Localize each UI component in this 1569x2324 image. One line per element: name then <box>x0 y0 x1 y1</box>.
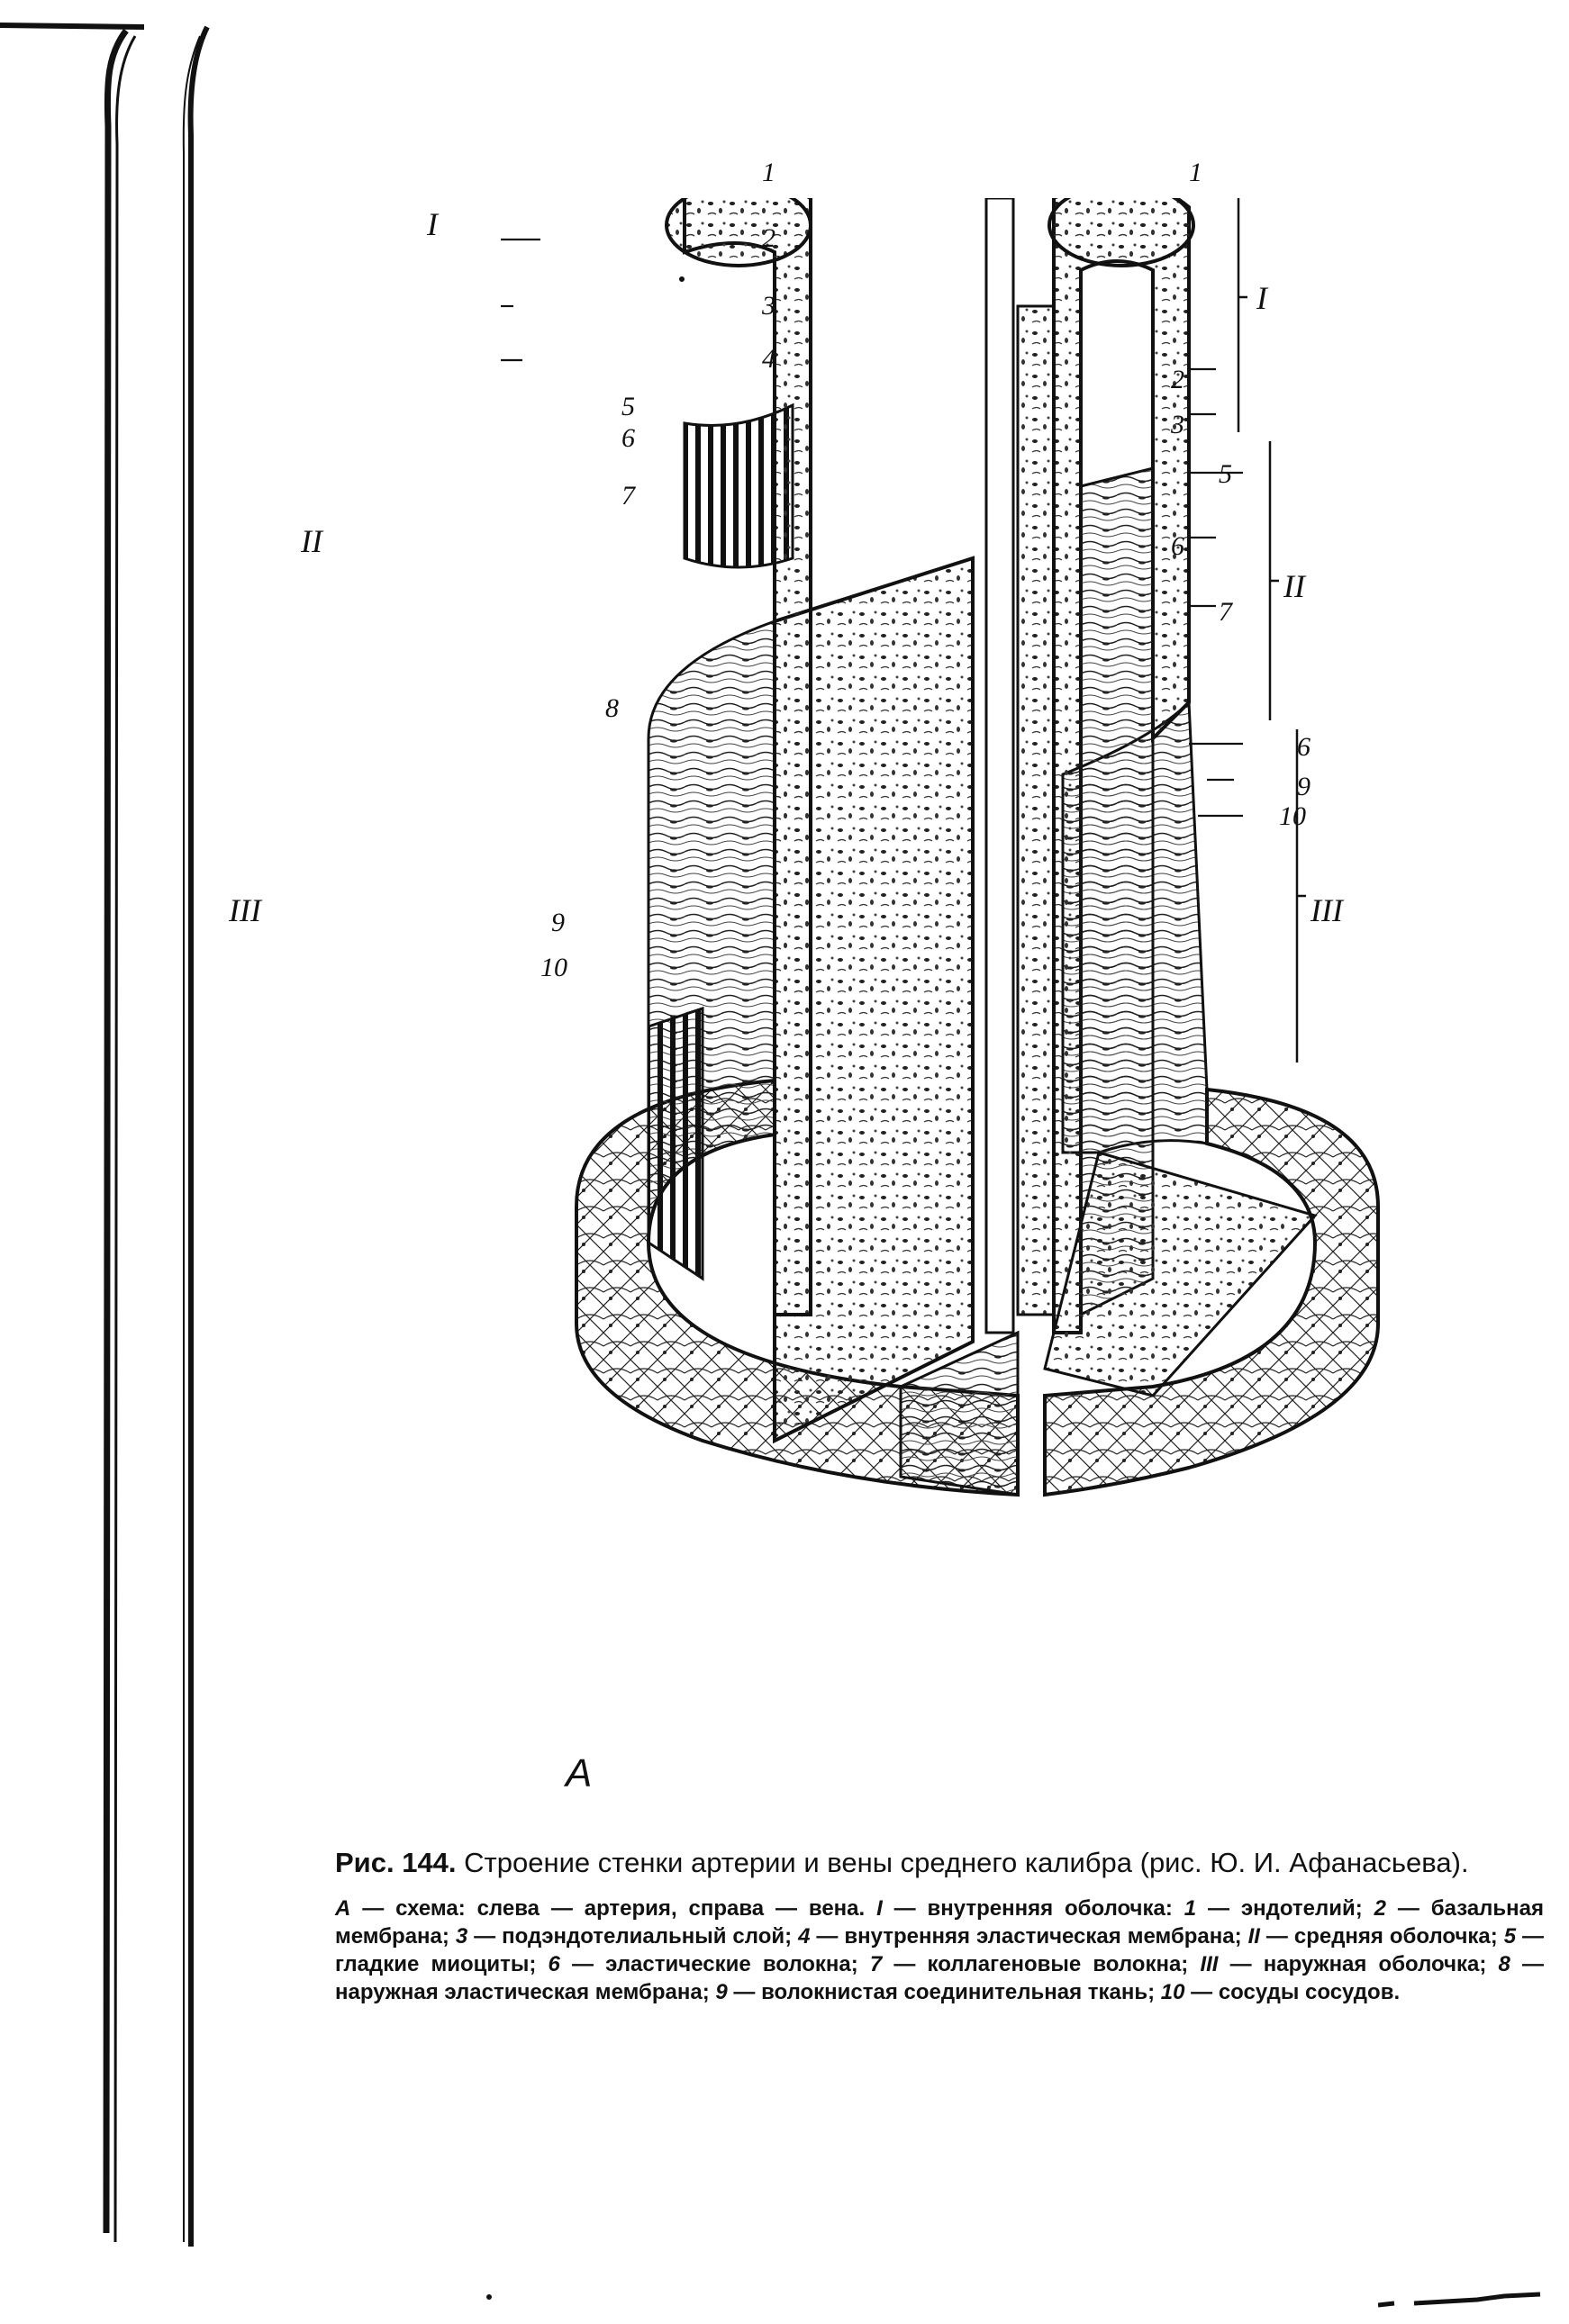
legend-item-number: I <box>876 1896 883 1921</box>
label-right-3: 3 <box>1171 410 1184 439</box>
legend-item: 8 — наружная эластическая мембрана; <box>335 1952 1544 2004</box>
bracket-left-II: II <box>301 523 322 559</box>
legend-item: 1 — эндотелий; <box>1184 1896 1374 1921</box>
label-left-8: 8 <box>605 693 619 723</box>
label-left-6: 6 <box>621 423 635 453</box>
legend-item-number: 3 <box>455 1924 468 1949</box>
legend-item-text: — подэндотелиальный слой; <box>467 1924 799 1949</box>
vein-intima <box>1052 198 1191 1334</box>
legend-item-number: 7 <box>869 1952 883 1976</box>
figure-caption: Рис. 144. Строение стенки артерии и вены… <box>335 1844 1544 2006</box>
artery-inner-layer <box>1016 304 1056 1316</box>
legend-item-text: — внутренняя эластическая мембрана; <box>810 1924 1248 1949</box>
legend-item-number: 4 <box>798 1924 811 1949</box>
legend-item: 2 — базальная мембрана; <box>335 1896 1544 1949</box>
legend-item-number: А <box>335 1896 351 1921</box>
legend-item: 5 — гладкие миоциты; <box>335 1924 1544 1976</box>
legend-item-text: — схема: слева — артерия, справа — вена. <box>350 1896 877 1921</box>
label-right-10: 10 <box>1279 801 1306 831</box>
tunica-brackets <box>1237 198 1306 1063</box>
legend-item-text: — коллагеновые волокна; <box>882 1952 1201 1976</box>
label-left-1: 1 <box>762 158 775 187</box>
legend-item-number: III <box>1200 1952 1219 1976</box>
legend-item: 7 — коллагеновые волокна; <box>870 1952 1201 1976</box>
label-right-7: 7 <box>1219 597 1232 627</box>
legend-item: А — схема: слева — артерия, справа — вен… <box>335 1896 876 1921</box>
artery-lumen-edge <box>984 198 1015 1334</box>
label-left-10: 10 <box>540 953 567 982</box>
legend-item-text: — эндотелий; <box>1196 1896 1374 1921</box>
print-smudge <box>1378 2292 1541 2308</box>
right-leader-lines <box>1189 367 1243 818</box>
legend-item-text: — сосуды сосудов. <box>1184 1980 1401 2004</box>
legend-item-text: — внутренняя оболочка: <box>882 1896 1184 1921</box>
legend-item-text: — наружная эластическая мембрана; <box>335 1952 1545 2004</box>
label-right-2: 2 <box>1171 365 1184 394</box>
legend-item: 3 — подэндотелиальный слой; <box>456 1924 798 1949</box>
label-right-1: 1 <box>1189 158 1202 187</box>
legend-item-number: 2 <box>1374 1896 1386 1921</box>
legend-item-number: 5 <box>1503 1924 1517 1949</box>
left-leader-lines <box>501 238 540 362</box>
vein-base-face <box>1043 1151 1318 1397</box>
label-left-9: 9 <box>551 908 565 937</box>
label-right-9: 9 <box>1297 772 1311 801</box>
caption-fig-label: Рис. 144. <box>335 1847 457 1878</box>
legend-item-text: — наружная оболочка; <box>1218 1952 1499 1976</box>
bracket-right-II: II <box>1283 568 1305 604</box>
legend-item: II — средняя оболочка; <box>1248 1924 1504 1949</box>
artery-base-face <box>899 1330 1020 1497</box>
legend-item-text: — волокнистая соединительная ткань; <box>727 1980 1161 2004</box>
bracket-right-III: III <box>1311 892 1343 928</box>
caption-legend: А — схема: слева — артерия, справа — вен… <box>335 1894 1544 2006</box>
label-right-6b: 6 <box>1297 732 1311 762</box>
vessel-wall-illustration <box>501 198 1380 1497</box>
label-right-5: 5 <box>1219 459 1232 489</box>
legend-item: 10 — сосуды сосудов. <box>1161 1980 1400 2004</box>
legend-item-text: — базальная мембрана; <box>335 1896 1545 1949</box>
artery-endothelium-top <box>665 198 812 267</box>
legend-item: I — внутренняя оболочка: <box>876 1896 1184 1921</box>
legend-item-text: — эластические волокна; <box>559 1952 870 1976</box>
caption-title: Рис. 144. Строение стенки артерии и вены… <box>335 1844 1544 1882</box>
figure-panel-letter: A <box>566 1751 593 1795</box>
legend-item: 6 — эластические волокна; <box>549 1952 870 1976</box>
legend-item: III — наружная оболочка; <box>1200 1952 1498 1976</box>
bracket-left-I: I <box>427 206 438 242</box>
bracket-left-III: III <box>229 892 261 928</box>
external-elastic-membrane <box>647 1006 704 1281</box>
legend-item-number: 10 <box>1160 1980 1185 2004</box>
label-right-6a: 6 <box>1171 531 1184 561</box>
legend-item-text: — гладкие миоциты; <box>335 1924 1545 1976</box>
label-left-7: 7 <box>621 481 635 511</box>
legend-item: 9 — волокнистая соединительная ткань; <box>715 1980 1160 2004</box>
legend-item-number: 1 <box>1184 1896 1197 1921</box>
legend-item-number: 8 <box>1498 1952 1510 1976</box>
label-left-5: 5 <box>621 392 635 421</box>
bracket-right-I: I <box>1256 280 1267 316</box>
legend-item-number: II <box>1247 1924 1260 1949</box>
print-dot <box>679 276 685 282</box>
caption-title-text: Строение стенки артерии и вены среднего … <box>464 1847 1469 1878</box>
legend-item-text: — средняя оболочка; <box>1259 1924 1504 1949</box>
vein-adventitia <box>1043 1087 1380 1497</box>
legend-item-number: 6 <box>548 1952 560 1976</box>
legend-item: 4 — внутренняя эластическая мембрана; <box>798 1924 1248 1949</box>
label-left-2: 2 <box>762 223 775 253</box>
book-binding-edge <box>0 23 210 2247</box>
label-left-4: 4 <box>762 344 775 374</box>
label-left-3: 3 <box>762 291 775 321</box>
legend-item-number: 9 <box>715 1980 728 2004</box>
vein-endothelium-top <box>1048 198 1195 267</box>
print-dot <box>486 2294 492 2300</box>
